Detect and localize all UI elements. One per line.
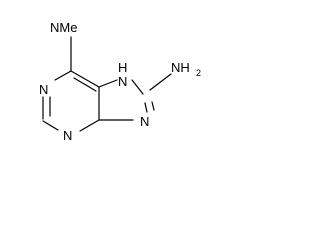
atom-nme: NMe <box>50 20 77 35</box>
bond-c5-n7 <box>98 79 118 88</box>
bond-c6-c5-double <box>73 77 97 92</box>
bond-c6-c5 <box>70 70 100 88</box>
atom-h-imidazole: H <box>118 60 127 75</box>
atom-amine-subscript: 2 <box>196 68 201 78</box>
atom-n-pyrimidine-top: N <box>39 82 48 97</box>
bonds <box>42 36 172 132</box>
bond-n7-c8 <box>131 79 144 95</box>
atom-n-pyrimidine-bottom: N <box>63 128 72 143</box>
bond-c8-nh2 <box>149 73 172 91</box>
atom-labels: NMe N H NH 2 N N N <box>39 20 201 143</box>
chemical-structure: NMe N H NH 2 N N N <box>39 20 201 143</box>
bond-c8-n9-double <box>151 101 155 111</box>
bond-c6-n1 <box>54 70 72 81</box>
atom-n-imidazole-right: N <box>140 114 149 129</box>
bond-n3-c4 <box>79 119 100 132</box>
atom-amine-n: NH <box>171 60 190 75</box>
bond-c8-n9 <box>144 102 148 113</box>
atom-n-imidazole-h: N <box>118 74 127 89</box>
bond-c2-n3 <box>42 120 59 131</box>
